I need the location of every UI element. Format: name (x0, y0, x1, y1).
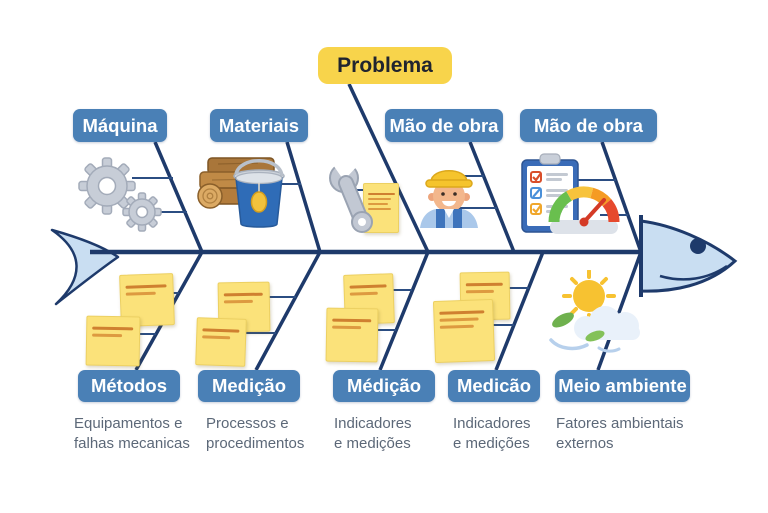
category-label-metodos: Métodos (78, 370, 180, 402)
sticky-note (325, 307, 379, 363)
bone-problem (347, 83, 430, 253)
bone-bottom-4 (494, 251, 545, 371)
sticky-note (85, 315, 141, 367)
problem-label: Problema (318, 47, 452, 84)
bone-top-2 (285, 141, 322, 253)
weather-icon (549, 270, 640, 353)
gears-icon (78, 157, 162, 232)
bone-top-1 (153, 141, 204, 253)
logs-bucket-icon (197, 157, 285, 228)
clipboard-gauge-icon (521, 153, 620, 234)
category-label-meio-ambiente: Meio ambiente (555, 370, 690, 402)
category-label-maquina: Máquina (73, 109, 167, 142)
fish-smile (659, 264, 728, 281)
bone-bottom-2 (254, 251, 322, 371)
fish-head (639, 219, 738, 293)
sticky-note (195, 317, 247, 367)
bone-top-3 (468, 141, 516, 253)
category-label-materiais: Materiais (210, 109, 308, 142)
category-label-medicao-3: Medicão (448, 370, 540, 402)
bone-top-4 (600, 141, 643, 253)
category-label-mao-de-obra-2: Mão de obra (520, 109, 657, 142)
worker-icon (420, 170, 478, 228)
sticky-note (432, 298, 496, 364)
bone-bottom-3 (378, 251, 430, 371)
fish-eye (690, 238, 706, 254)
category-label-medicao-1: Medição (198, 370, 300, 402)
category-label-medicao-2: Médição (333, 370, 435, 402)
fish-tail (50, 228, 120, 306)
category-label-mao-de-obra-1: Mão de obra (385, 109, 503, 142)
wrench-icon (326, 156, 373, 233)
